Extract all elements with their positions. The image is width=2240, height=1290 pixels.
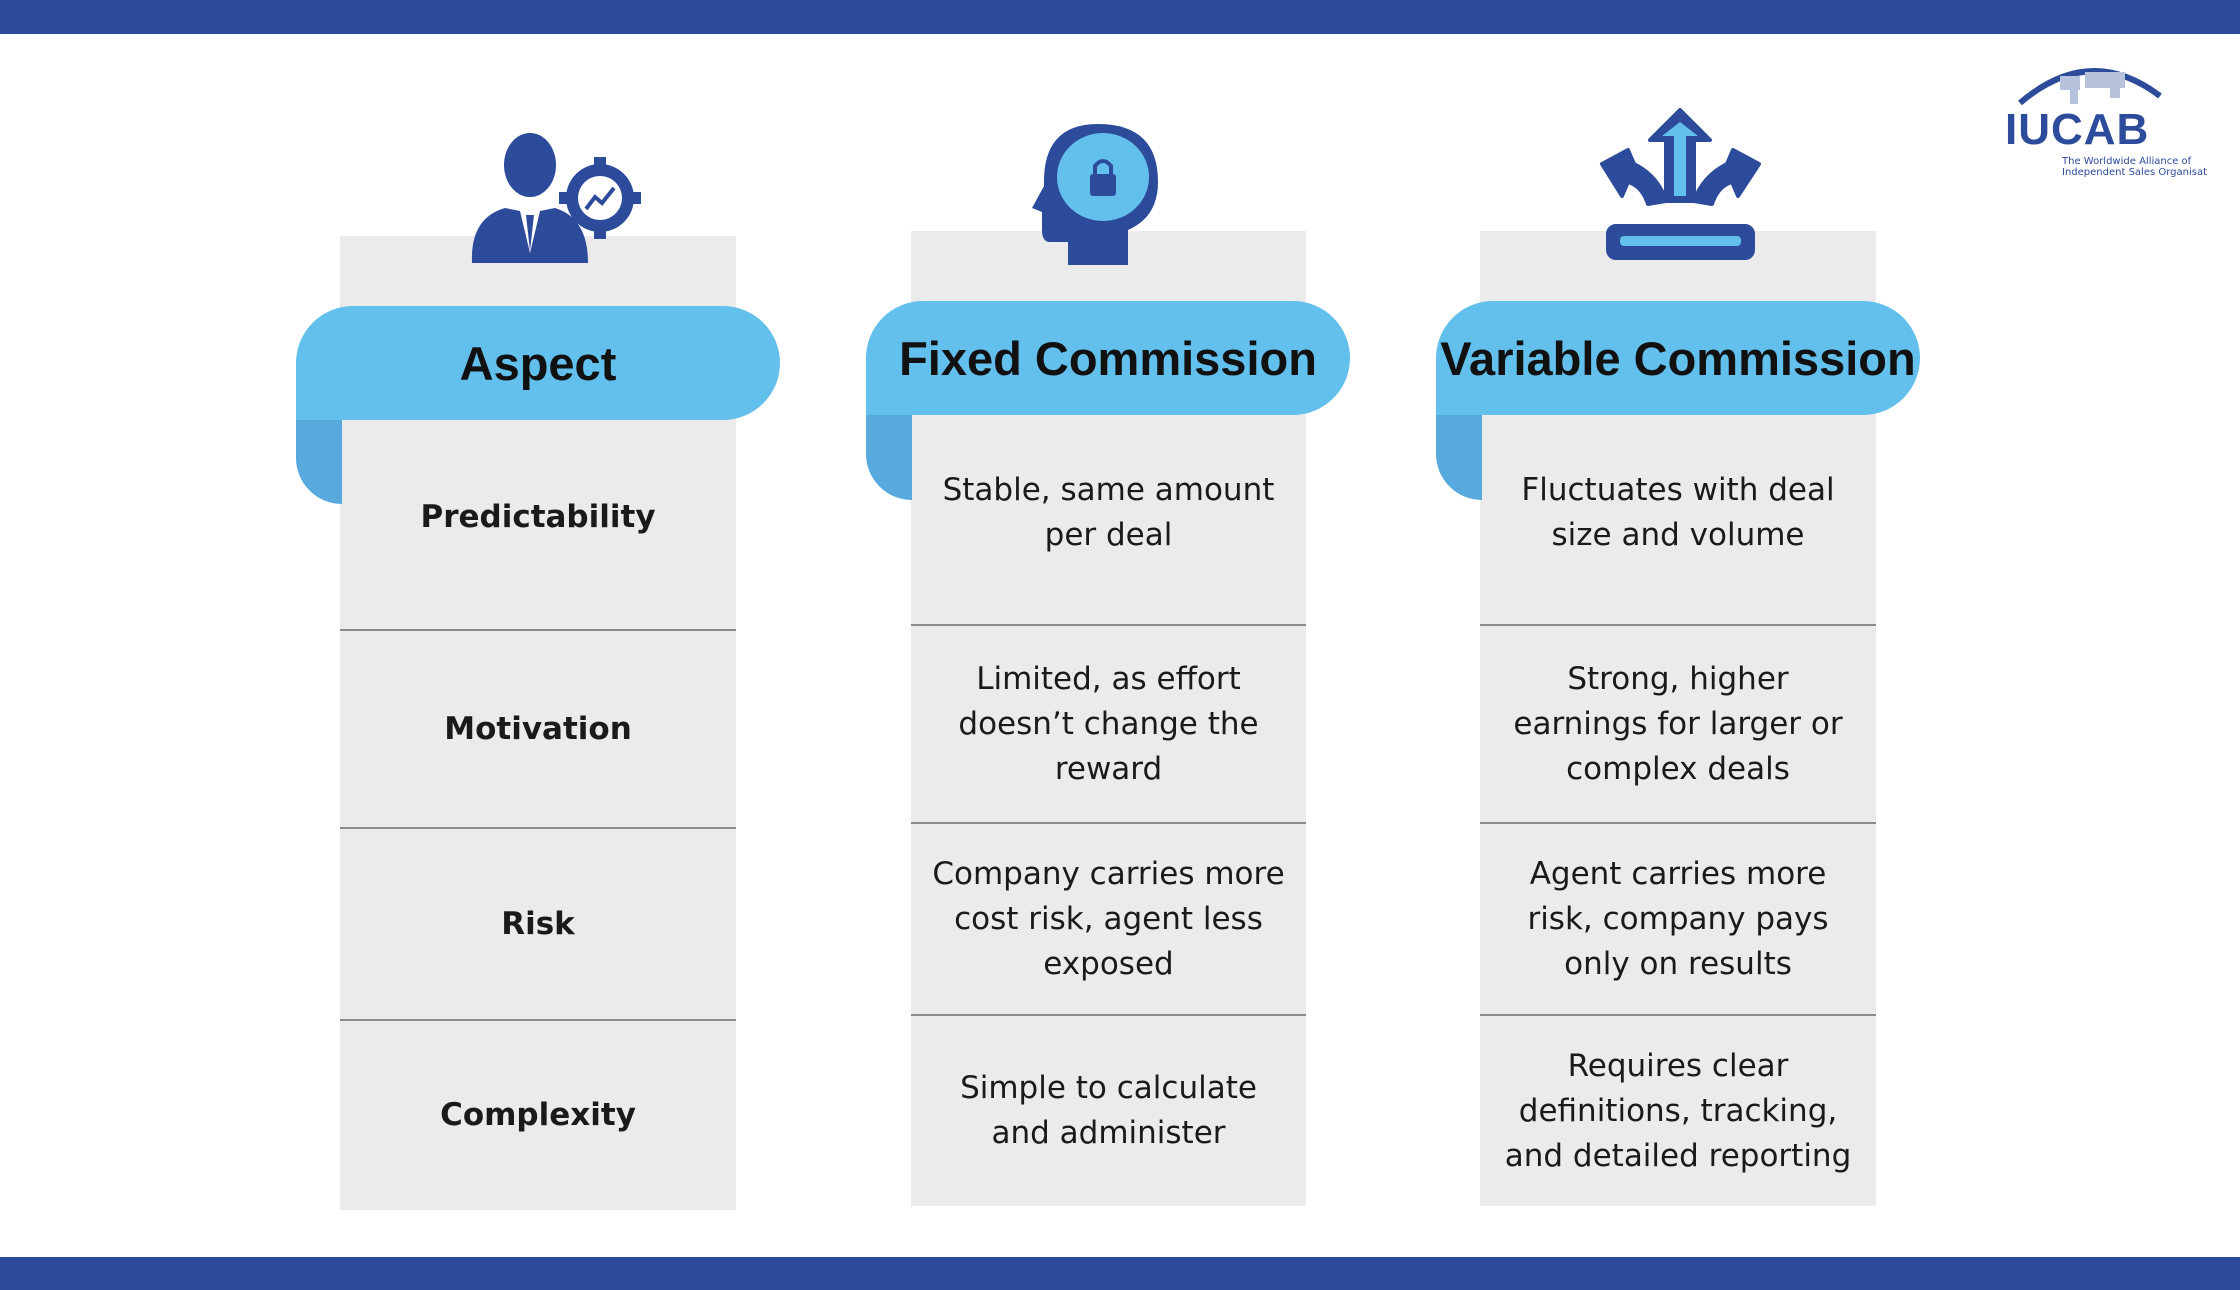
row-divider (1480, 1014, 1876, 1016)
iucab-logo: IUCAB The Worldwide Alliance of Independ… (2005, 58, 2235, 178)
logo-tagline-2: Independent Sales Organisat (2062, 167, 2208, 178)
fixed-commission-header: Fixed Commission (866, 301, 1350, 415)
head-lock-icon (1032, 124, 1158, 265)
diverging-arrows-icon (1600, 108, 1761, 260)
fixed-cell: Stable, same amount per deal (942, 471, 1275, 553)
row-divider (1480, 822, 1876, 824)
variable-cell: Requires clear definitions, tracking, an… (1504, 1047, 1852, 1174)
globe-arc-icon (2018, 68, 2162, 106)
variable-cell: Agent carries more risk, company pays on… (1527, 855, 1829, 982)
row-divider (1480, 624, 1876, 626)
row-divider (911, 624, 1306, 626)
logo-tagline-1: The Worldwide Alliance of (2062, 156, 2192, 167)
variable-cell: Fluctuates with deal size and volume (1521, 471, 1835, 553)
variable-commission-header: Variable Commission (1436, 301, 1920, 415)
row-divider (340, 827, 736, 829)
fixed-cell: Company carries more cost risk, agent le… (932, 855, 1285, 982)
bottom-bar (0, 1257, 2240, 1290)
fixed-cell: Limited, as effort doesn’t change the re… (958, 660, 1259, 787)
aspect-cell: Complexity (440, 1097, 636, 1133)
top-bar (0, 0, 2240, 34)
row-divider (911, 1014, 1306, 1016)
fixed-cell: Simple to calculate and administer (960, 1070, 1257, 1151)
businessman-gear-chart-icon (471, 133, 641, 263)
row-divider (340, 629, 736, 631)
aspect-cell: Risk (501, 905, 575, 942)
aspect-header: Aspect (296, 306, 780, 420)
row-divider (340, 1019, 736, 1021)
aspect-cell: Predictability (420, 499, 656, 535)
variable-cell: Strong, higher earnings for larger or co… (1513, 660, 1843, 787)
logo-name: IUCAB (2005, 105, 2150, 154)
aspect-cell: Motivation (444, 710, 632, 747)
row-divider (911, 822, 1306, 824)
